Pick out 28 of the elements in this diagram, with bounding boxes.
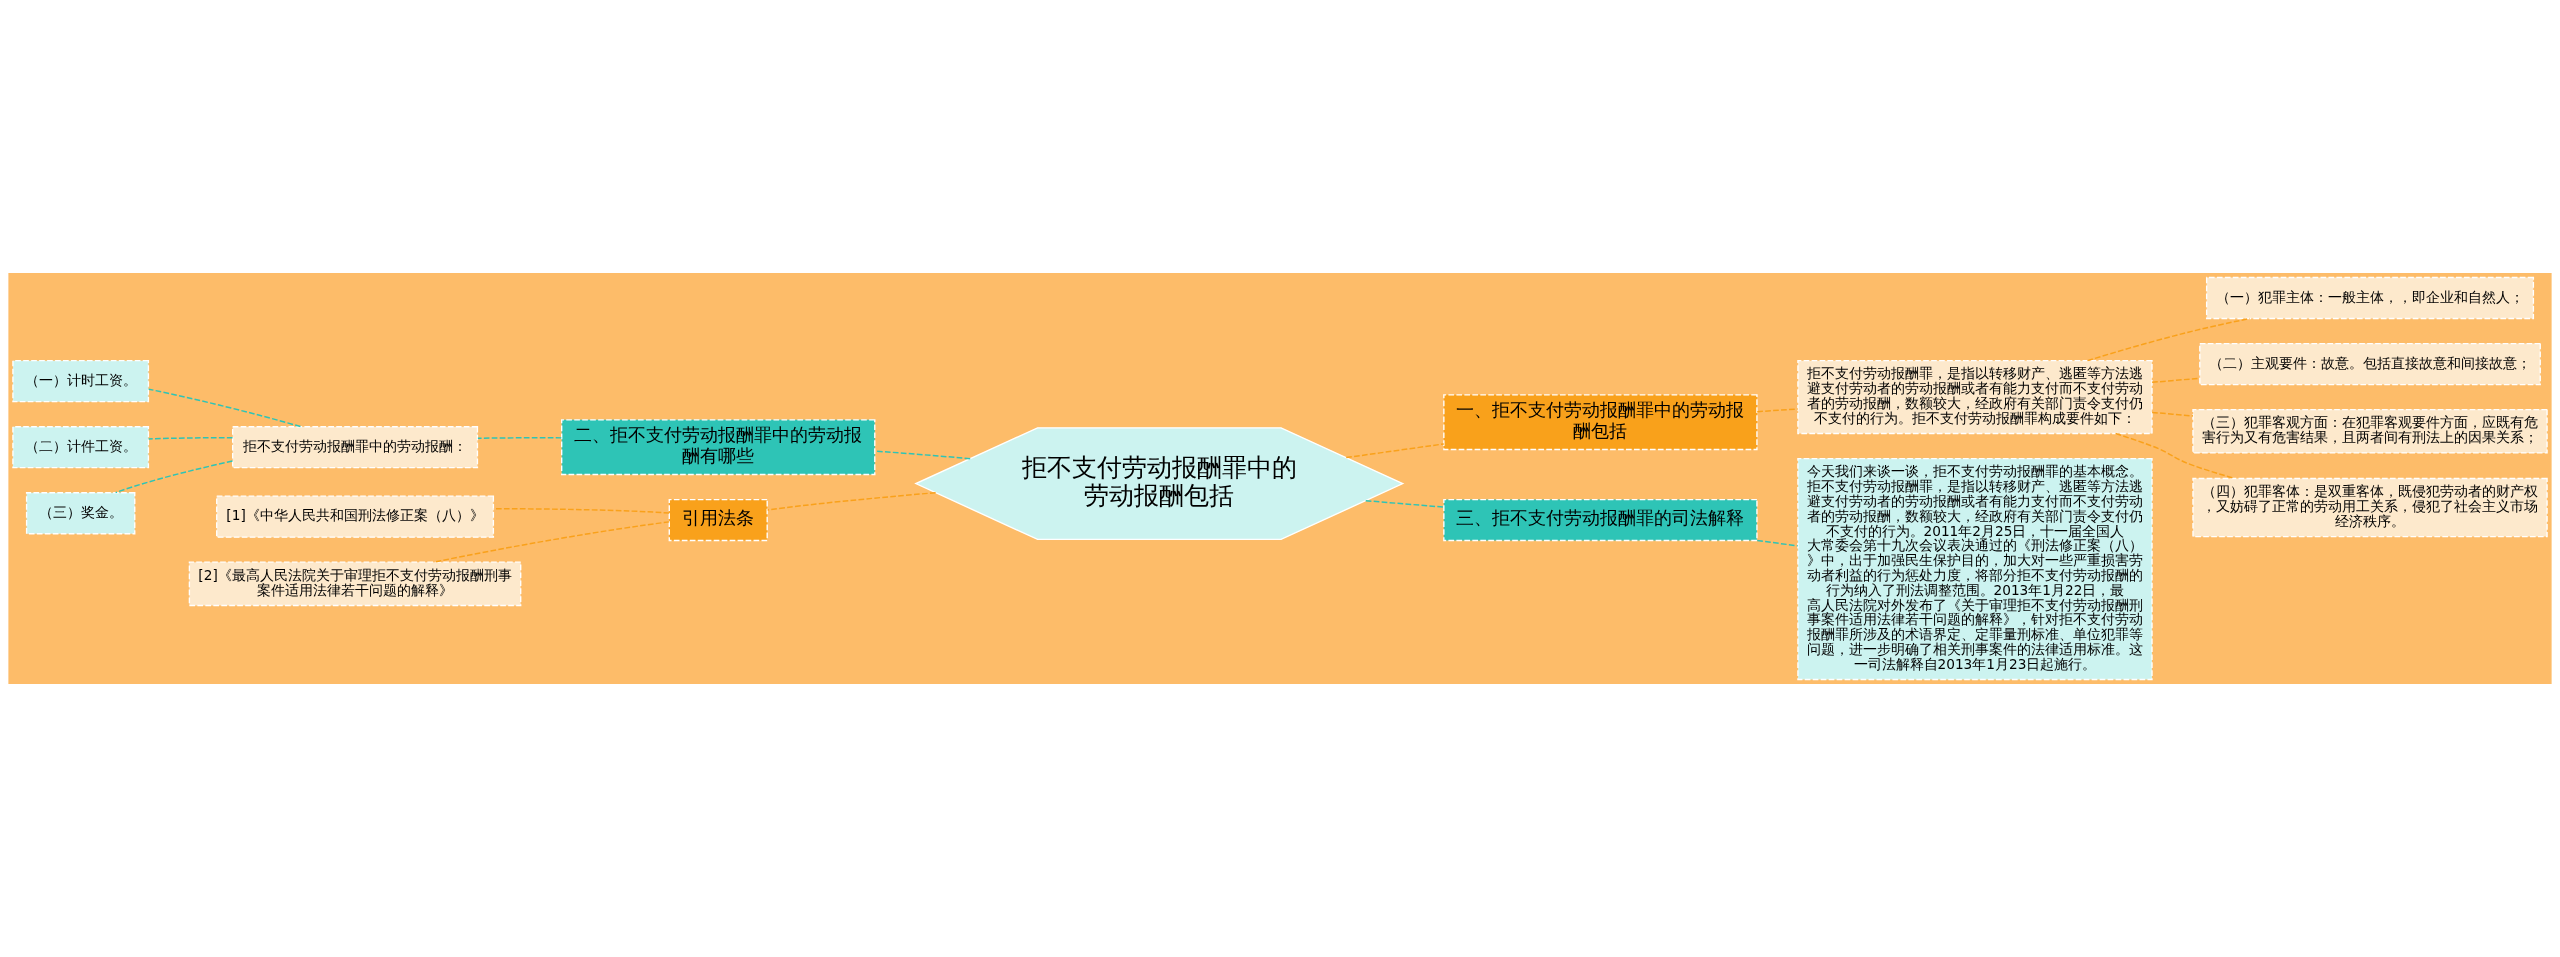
connector bbox=[2151, 411, 2194, 417]
node-box: （一）犯罪主体：一般主体，，即企业和自然人； bbox=[2205, 276, 2535, 320]
node-box: 引用法条 bbox=[668, 498, 768, 542]
node-box: [2]《最高人民法院关于审理拒不支付劳动报酬刑事案件适用法律若干问题的解释》 bbox=[188, 561, 522, 607]
connector bbox=[148, 388, 302, 428]
node-box: 拒不支付劳动报酬罪，是指以转移财产、逃匿等方法逃避支付劳动者的劳动报酬或者有能力支付而不支付劳动者的劳动报酬，数额较大，经政府有关部门责令支付仍不支付的行为。拒不支付劳动报酬罪构成要件如下： bbox=[1797, 359, 2153, 435]
connector bbox=[1756, 539, 1799, 547]
node-box: 二、拒不支付劳动报酬罪中的劳动报酬有哪些 bbox=[561, 419, 876, 476]
connector bbox=[477, 437, 563, 439]
node-box: 三、拒不支付劳动报酬罪的司法解释 bbox=[1443, 498, 1758, 542]
node-box: 一、拒不支付劳动报酬罪中的劳动报酬包括 bbox=[1443, 394, 1758, 451]
node-box: 拒不支付劳动报酬罪中的劳动报酬： bbox=[232, 426, 479, 469]
connector bbox=[114, 460, 234, 494]
connector bbox=[1345, 443, 1445, 459]
connector bbox=[1756, 408, 1799, 413]
node-box: （一）计时工资。 bbox=[12, 359, 150, 403]
node-box: （三）奖金。 bbox=[25, 492, 136, 535]
connector bbox=[874, 450, 971, 460]
node-box: （二）主观要件：故意。包括直接故意和间接故意； bbox=[2199, 342, 2541, 386]
node-box: （三）犯罪客观方面：在犯罪客观要件方面，应既有危害行为又有危害结果，且两者间有刑法上的因果关系； bbox=[2192, 408, 2548, 454]
node-box: （二）计件工资。 bbox=[12, 426, 150, 469]
node-box: （四）犯罪客体：是双重客体，既侵犯劳动者的财产权，又妨碍了正常的劳动用工关系，侵犯了社会主义市场经济秩序。 bbox=[2192, 477, 2548, 538]
connector bbox=[148, 437, 234, 440]
connector bbox=[766, 491, 937, 511]
node-box: 今天我们来谈一谈，拒不支付劳动报酬罪的基本概念。拒不支付劳动报酬罪，是指以转移财产、逃匿等方法逃避支付劳动者的劳动报酬或者有能力支付而不支付劳动者的劳动报酬，数额较大，经政府有关部门责令支付仍不支付的行为。2011年2月25日，十一届全国人大常委会第十九次会议表决通过的《刑法修正案（八）》中，出于加强民生保护目的，加大对一些严重损害劳动者利益的行为惩处力度，将部分拒不支付劳动报酬的行为纳入了刑法调整范围。2013年1月22日，最高人民法院对外发布了《关于审理拒不支付劳动报酬刑事案件适用法律若干问题的解释》，针对拒不支付劳动报酬罪所涉及的术语界定、定罪量刑标准、单位犯罪等问题，进一步明确了相关刑事案件的法律适用标准。这一司法解释自2013年1月23日起施行。 bbox=[1797, 457, 2153, 681]
node-box: [1]《中华人民共和国刑法修正案（八）》 bbox=[216, 495, 495, 538]
connector bbox=[1365, 499, 1445, 508]
connector bbox=[2086, 317, 2251, 362]
